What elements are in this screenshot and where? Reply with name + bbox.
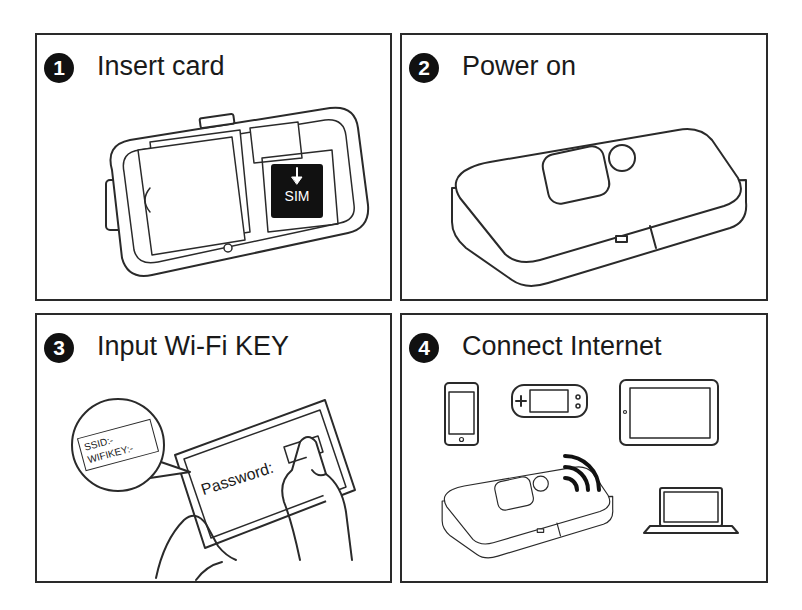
step-number: 1 <box>44 53 74 83</box>
step-heading: Connect Internet <box>462 330 662 362</box>
device-open <box>106 108 368 276</box>
step-panel: Power on 2 <box>400 33 768 301</box>
step-panel: Connect Internet 4 <box>400 313 768 583</box>
connected-devices <box>442 380 738 558</box>
step-panel: Input Wi-Fi KEY 3 <box>35 313 392 583</box>
step-heading: Input Wi-Fi KEY <box>97 330 289 362</box>
callout-number: 2 <box>418 57 430 79</box>
step-number: 3 <box>44 333 74 363</box>
sim-label: SIM <box>272 188 322 204</box>
step-heading: Power on <box>462 50 576 82</box>
step-panel: Insert card 1 <box>35 33 392 301</box>
callout-number: 1 <box>53 57 65 79</box>
step-number: 4 <box>409 333 439 363</box>
device-closed <box>452 129 746 286</box>
sim-label-holder: SIM <box>272 188 322 204</box>
step-number: 2 <box>409 53 439 83</box>
step-heading: Insert card <box>97 50 225 82</box>
callout-number: 3 <box>53 337 65 359</box>
password-entry <box>72 399 355 580</box>
callout-number: 4 <box>418 337 430 359</box>
